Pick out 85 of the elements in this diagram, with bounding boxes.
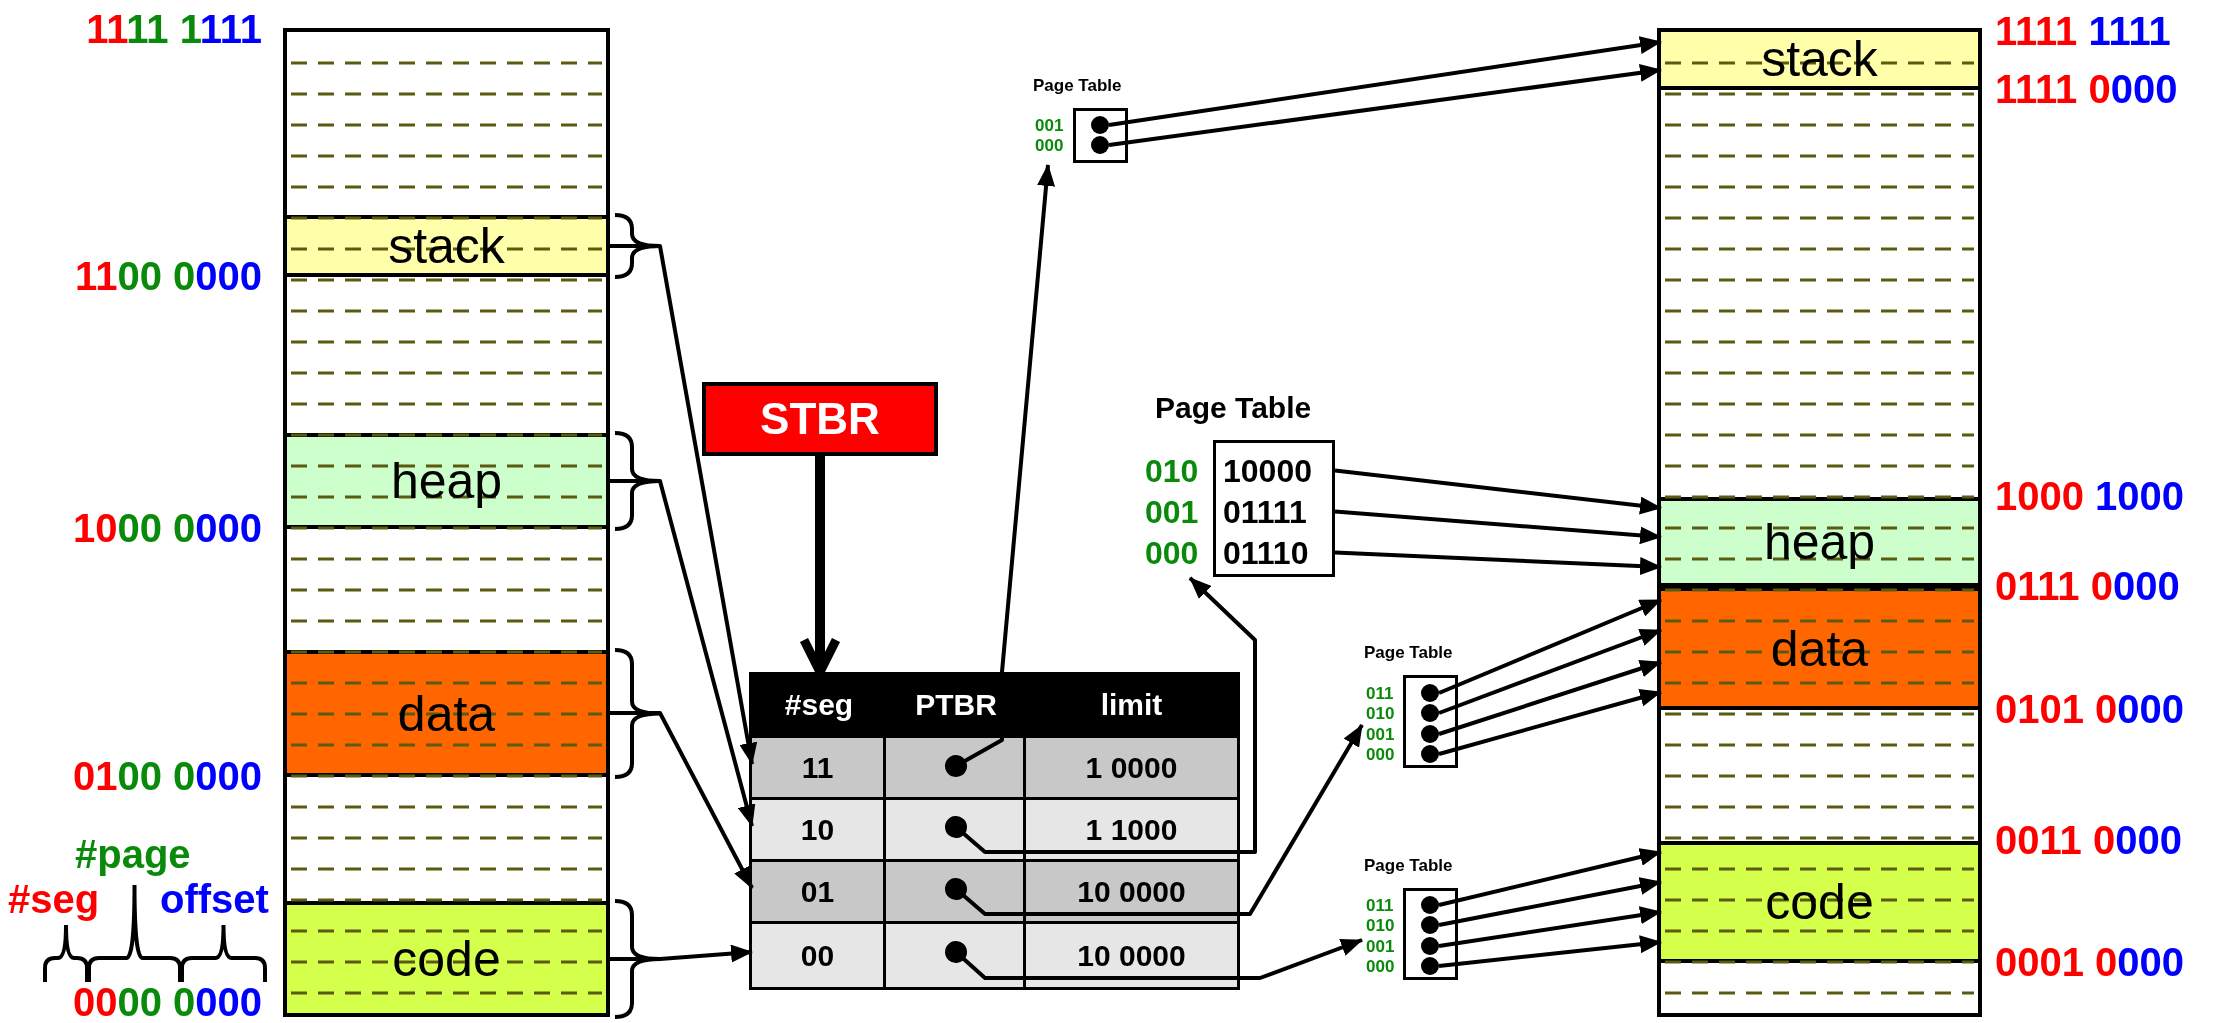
page-number: 011 bbox=[1366, 895, 1394, 915]
page-number: 011 bbox=[1366, 683, 1394, 703]
page-table-entry bbox=[1366, 744, 1439, 764]
arrow bbox=[1438, 935, 1662, 968]
page-table-entry bbox=[1035, 135, 1109, 155]
arrow bbox=[1438, 628, 1662, 715]
arrow bbox=[1334, 550, 1662, 576]
table-cell-text: 10 0000 bbox=[1076, 873, 1187, 910]
page-number: 010 bbox=[1145, 451, 1199, 491]
address-label: 0001 0000 bbox=[1995, 942, 2185, 982]
segment-label: heap bbox=[390, 456, 503, 506]
memory-segment bbox=[287, 650, 606, 777]
address-label: 0111 0000 bbox=[1995, 566, 2180, 606]
arrow bbox=[945, 724, 1364, 916]
table-cell-text: 1 1000 bbox=[1084, 811, 1179, 848]
arrow bbox=[945, 576, 1257, 854]
page-table-entry bbox=[1366, 724, 1439, 744]
field-label: offset bbox=[160, 879, 269, 919]
table-row bbox=[752, 859, 1237, 921]
address-label: 0011 0000 bbox=[1995, 820, 2182, 860]
page-table-entry bbox=[1366, 703, 1439, 723]
table-heading: Page Table bbox=[1364, 644, 1453, 661]
table-heading: Page Table bbox=[1033, 77, 1122, 94]
page-number: 000 bbox=[1366, 956, 1395, 976]
table-cell-text: 10 0000 bbox=[1076, 937, 1187, 974]
table-cell: 00 bbox=[752, 924, 886, 987]
page-number: 001 bbox=[1366, 936, 1395, 956]
address-label: 0000 0000 bbox=[72, 982, 262, 1022]
page-number: 000 bbox=[1145, 533, 1199, 573]
memory-segment bbox=[287, 433, 606, 529]
page-number: 001 bbox=[1145, 492, 1199, 532]
page-number: 000 bbox=[1366, 744, 1395, 764]
segment-label: heap bbox=[1763, 517, 1876, 567]
table-cell-text: 1 0000 bbox=[1084, 749, 1179, 786]
arrow bbox=[1334, 509, 1662, 545]
address-label: 0100 0000 bbox=[72, 756, 262, 796]
page-number: 010 bbox=[1366, 915, 1395, 935]
arrow bbox=[1438, 906, 1662, 948]
address-label: 1111 1111 bbox=[1995, 11, 2171, 51]
arrow bbox=[1438, 848, 1662, 907]
frame-number: 01111 bbox=[1223, 492, 1307, 532]
page-number: 001 bbox=[1035, 115, 1064, 135]
page-table-entry bbox=[1366, 895, 1439, 915]
register-box: STBR bbox=[702, 382, 938, 456]
field-label: #seg bbox=[8, 879, 100, 919]
address-label: 1000 1000 bbox=[1995, 476, 2185, 516]
address-label: 1111 1111 bbox=[86, 9, 262, 49]
page-table-entry bbox=[1366, 956, 1439, 976]
table-row bbox=[752, 797, 1237, 859]
segment-label: stack bbox=[1761, 34, 1878, 84]
page-table-entry bbox=[1366, 936, 1439, 956]
frame-number: 10000 bbox=[1223, 451, 1312, 491]
table-heading: Page Table bbox=[1155, 393, 1312, 423]
arrow bbox=[945, 164, 1056, 777]
table-row bbox=[752, 735, 1237, 797]
memory-segment bbox=[1661, 587, 1978, 710]
page-number: 001 bbox=[1366, 724, 1395, 744]
page-number: 010 bbox=[1366, 703, 1395, 723]
page-number: 000 bbox=[1035, 135, 1064, 155]
arrow bbox=[1334, 468, 1662, 515]
arrow bbox=[1438, 689, 1662, 756]
arrow bbox=[1438, 877, 1662, 927]
arrow bbox=[1108, 63, 1662, 147]
table-heading: Page Table bbox=[1364, 857, 1453, 874]
frame-number: 01110 bbox=[1223, 533, 1309, 573]
memory-column bbox=[283, 28, 610, 1017]
memory-segment bbox=[1661, 497, 1978, 587]
segment-label: stack bbox=[388, 221, 505, 271]
arrow bbox=[1438, 659, 1662, 736]
memory-segment bbox=[1661, 841, 1978, 963]
arrow bbox=[1108, 36, 1662, 127]
table-row bbox=[752, 921, 1237, 987]
segment-table bbox=[749, 672, 1240, 990]
address-label: 1100 0000 bbox=[75, 256, 262, 296]
memory-column bbox=[1657, 28, 1982, 1017]
page-table-entry bbox=[1035, 115, 1109, 135]
field-label: #page bbox=[75, 834, 191, 874]
address-label: 1111 0000 bbox=[1995, 69, 2178, 109]
page-table-entry bbox=[1366, 683, 1439, 703]
arrow bbox=[945, 938, 1363, 980]
arrow bbox=[1438, 598, 1662, 695]
page-table-entry bbox=[1366, 915, 1439, 935]
address-label: 0101 0000 bbox=[1995, 689, 2185, 729]
memory-segment bbox=[287, 215, 606, 277]
address-label: 1000 0000 bbox=[72, 508, 262, 548]
